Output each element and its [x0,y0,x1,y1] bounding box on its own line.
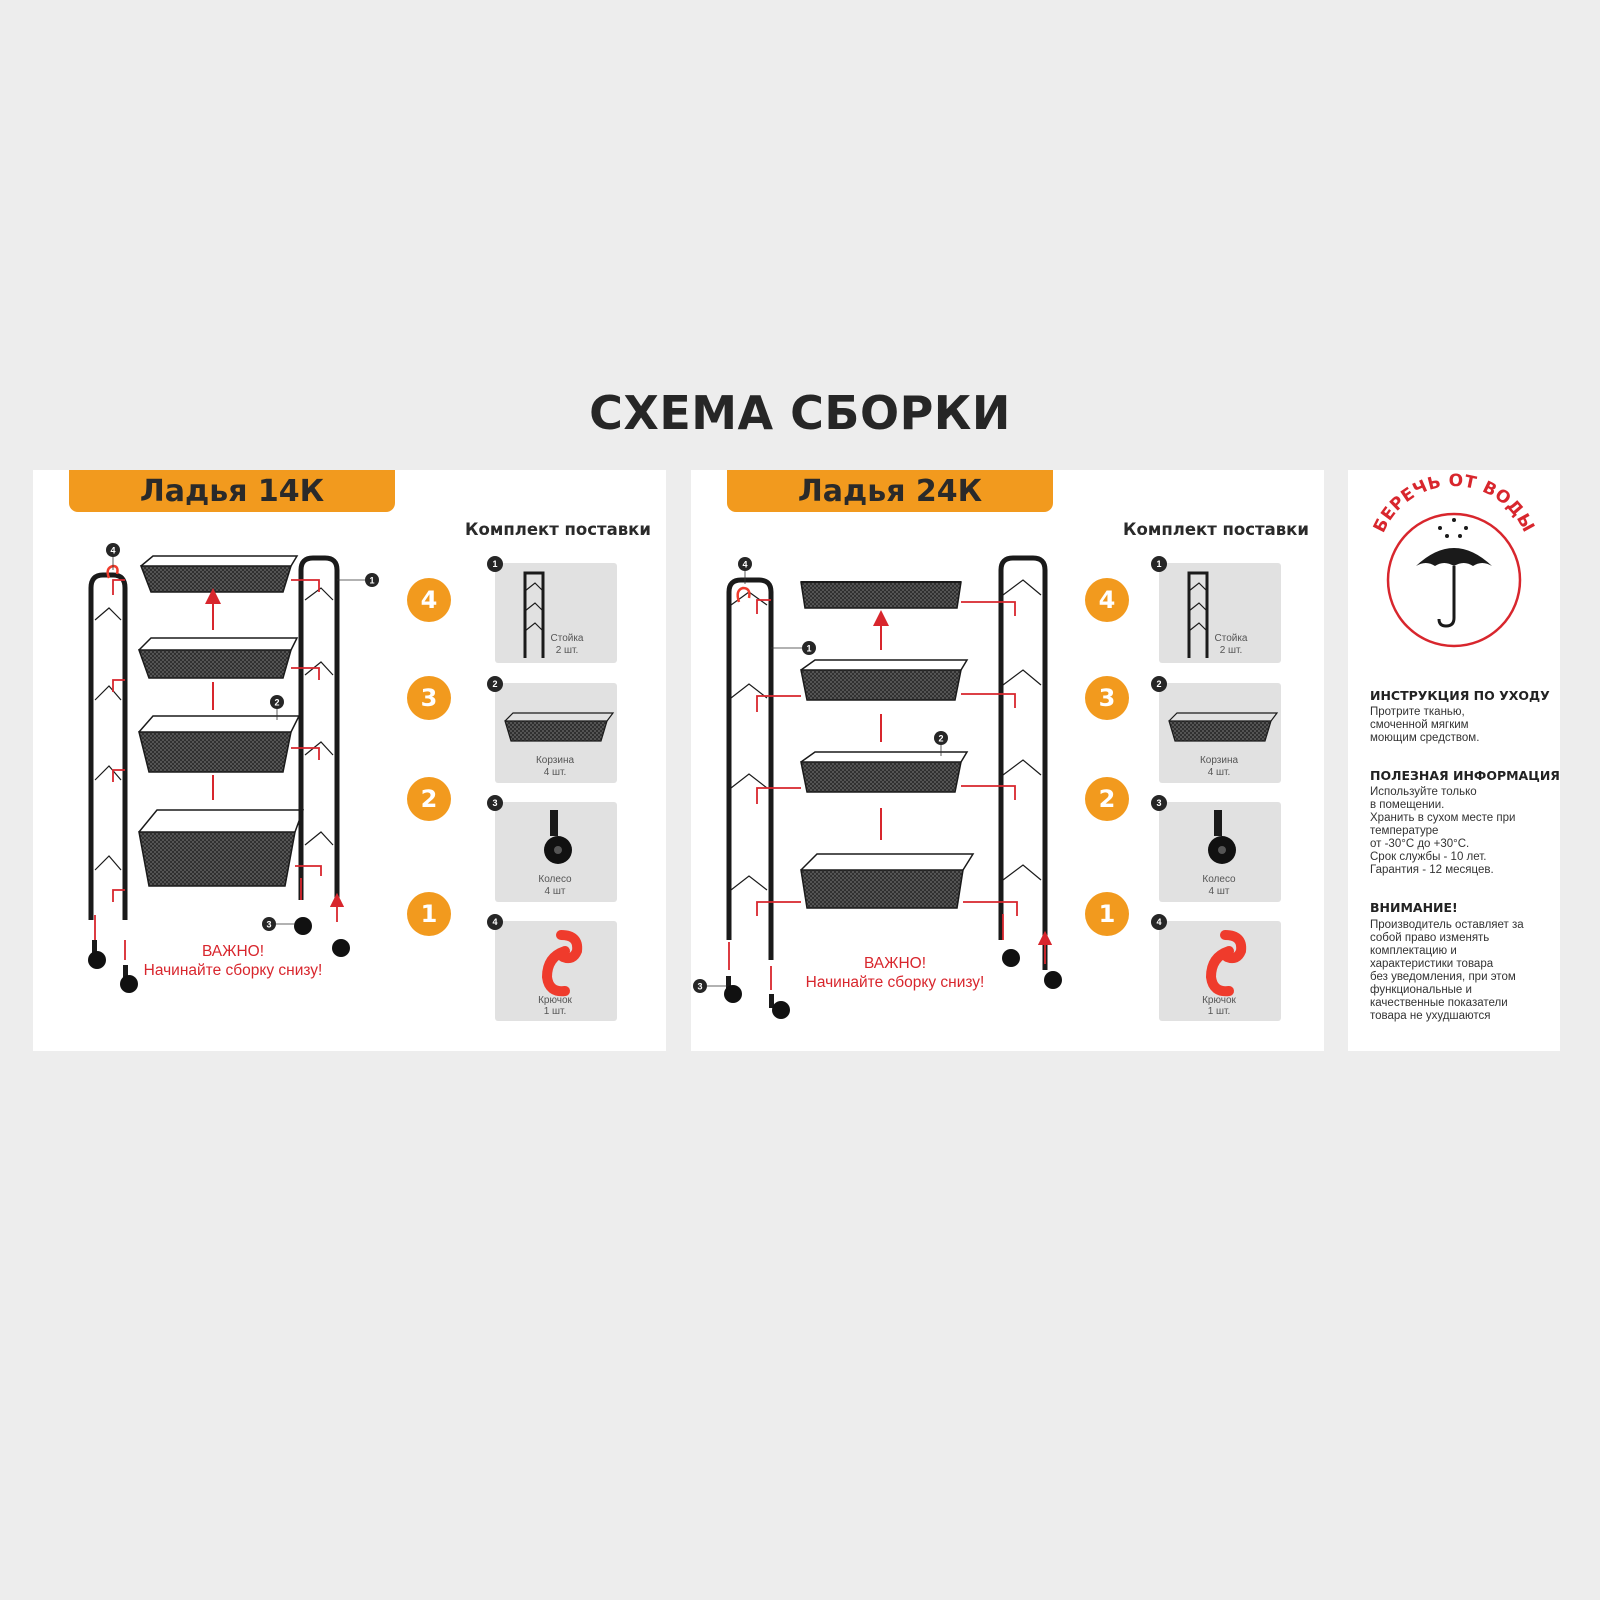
svg-text:1: 1 [806,644,811,654]
step-badge-1: 1 [1085,892,1129,936]
part-card-upright: 1 Стойка 2 шт. [1151,556,1281,663]
svg-text:4: 4 [742,560,747,570]
svg-text:БЕРЕЧЬ ОТ ВОДЫ: БЕРЕЧЬ ОТ ВОДЫ [1370,471,1538,536]
basket-2 [800,751,969,793]
wheel-part-icon [1208,810,1236,864]
svg-text:4: 4 [110,546,115,556]
hook-icon [736,586,751,603]
care-heading: ИНСТРУКЦИЯ ПО УХОДУ [1370,688,1550,703]
keep-dry-stamp: БЕРЕЧЬ ОТ ВОДЫ [1370,471,1538,648]
part-card-wheel: 3 Колесо 4 шт [1151,795,1281,902]
svg-text:1: 1 [369,576,374,586]
step-badge-4: 4 [407,578,451,622]
basket-part-icon [504,712,615,742]
umbrella-icon [1416,548,1492,628]
warning-text-24k: ВАЖНО! Начинайте сборку снизу! [805,955,985,991]
page-title: СХЕМА СБОРКИ [589,386,1011,440]
upright-part-icon [523,571,545,658]
panel-ladya-14k: Ладья 14К Комплект поставки [33,470,666,1051]
svg-text:2: 2 [274,698,279,708]
info-text: Используйте только в помещении. Хранить … [1370,786,1516,876]
part-card-basket: 2 Корзина 4 шт. [487,676,617,783]
panel-ladya-24k: Ладья 24К Комплект поставки [691,470,1324,1051]
part-card-upright: 1 Стойка 2 шт. [487,556,617,663]
step-badge-1: 1 [407,892,451,936]
part-card-hook: 4 Крючок 1 шт. [1151,914,1281,1021]
upright-part-icon [1187,571,1209,658]
basket-1 [138,809,305,887]
care-panel: БЕРЕЧЬ ОТ ВОДЫ ИНСТРУКЦИЯ ПО УХОДУ Протр… [1348,470,1560,1051]
svg-text:2: 2 [938,734,943,744]
rain-drops-icon [1438,518,1468,538]
kit-title-24k: Комплект поставки [1123,520,1309,539]
wheel-part-icon [544,810,572,864]
model-title-24k: Ладья 24К [727,470,1053,512]
model-title-14k: Ладья 14К [69,470,395,512]
basket-4 [800,581,962,609]
step-badge-3: 3 [407,676,451,720]
step-badge-2: 2 [1085,777,1129,821]
part-card-hook: 4 Крючок 1 шт. [487,914,617,1021]
assembly-diagram-14k: 4 1 2 3 [88,543,379,993]
svg-text:3: 3 [266,920,271,930]
hook-part-icon [1205,930,1247,997]
basket-3 [137,637,299,679]
basket-1 [800,853,975,909]
care-text: Протрите тканью, смоченной мягким моющим… [1370,706,1480,744]
basket-3 [800,659,969,701]
warning-heading: ВНИМАНИЕ! [1370,900,1458,915]
part-card-basket: 2 Корзина 4 шт. [1151,676,1281,783]
basket-2 [138,715,301,773]
step-badge-2: 2 [407,777,451,821]
hook-part-icon [541,930,583,997]
warning-text-14k: ВАЖНО! Начинайте сборку снизу! [143,943,323,979]
part-card-wheel: 3 Колесо 4 шт [487,795,617,902]
kit-title-14k: Комплект поставки [465,520,651,539]
upright-right [298,555,340,900]
svg-text:3: 3 [697,982,702,992]
step-badge-4: 4 [1085,578,1129,622]
warning-notice-text: Производитель оставляет за собой право и… [1370,919,1524,1022]
basket-4 [139,555,299,593]
basket-part-icon [1168,712,1279,742]
step-badge-3: 3 [1085,676,1129,720]
assembly-diagram-24k: 4 1 2 3 [693,555,1062,1019]
info-heading: ПОЛЕЗНАЯ ИНФОРМАЦИЯ [1370,768,1560,783]
